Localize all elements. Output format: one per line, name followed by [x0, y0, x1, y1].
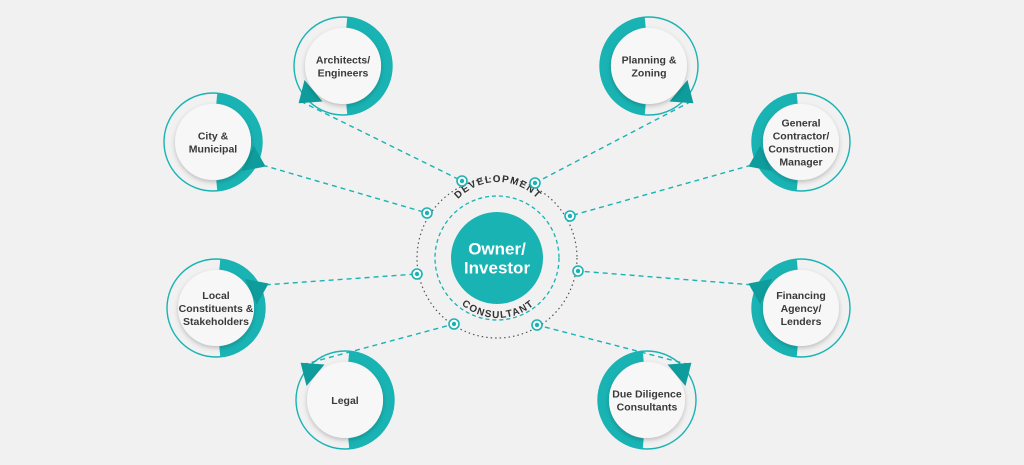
node-label-line: Planning & [622, 55, 677, 67]
connector-dot-center [451, 321, 457, 327]
node-pointer-tab [748, 145, 772, 171]
node-label-line: Engineers [318, 68, 369, 80]
node-architects-engineers: Architects/Engineers [293, 16, 393, 116]
center-circle [451, 212, 543, 304]
node-label-line: Contractor/ [773, 131, 830, 143]
connector-financing-agency [577, 270, 752, 286]
node-accent-arc [219, 258, 266, 358]
node-pointer-tab [298, 80, 323, 104]
node-label-line: Consultants [617, 402, 678, 414]
node-pointer-tab [748, 279, 772, 305]
connector-dot-center [414, 271, 420, 277]
node-pointer-tab [669, 80, 694, 104]
node-label-line: Lenders [781, 316, 822, 328]
node-face [609, 362, 685, 438]
node-face [763, 270, 839, 346]
node-face [178, 270, 254, 346]
connector-dot-center [575, 268, 581, 274]
connector-general-contractor [569, 164, 752, 217]
connector-architects-engineers [300, 100, 463, 182]
node-legal: Legal [295, 350, 395, 450]
connector-dot-center [567, 213, 573, 219]
connector-planning-zoning [534, 100, 692, 184]
connector-legal [302, 323, 455, 366]
node-label-line: Constituents & [179, 303, 254, 315]
node-accent-arc [216, 92, 263, 192]
node-face [763, 104, 839, 180]
connector-layer [262, 100, 752, 366]
node-face [307, 362, 383, 438]
node-label-line: General [781, 118, 820, 130]
node-label-line: Agency/ [781, 303, 822, 315]
connector-city-municipal [262, 164, 428, 214]
node-planning-zoning: Planning &Zoning [599, 16, 699, 116]
node-face [611, 28, 687, 104]
node-accent-arc [597, 350, 644, 450]
node-label-line: Construction [768, 144, 833, 156]
connector-due-diligence [536, 324, 690, 366]
node-accent-arc [751, 92, 798, 192]
node-label-line: Due Diligence [612, 389, 682, 401]
node-accent-arc [751, 258, 798, 358]
connector-dot-center [532, 180, 538, 186]
node-label-line: Local [202, 290, 230, 302]
node-accent-arc [348, 350, 395, 450]
outer-dotted-ring [416, 177, 578, 339]
node-face [175, 104, 251, 180]
inner-dashed-ring [434, 195, 560, 321]
connector-dot-center [459, 178, 465, 184]
node-pointer-tab [242, 145, 266, 171]
connector-dot-center [534, 322, 540, 328]
node-label-line: Financing [776, 290, 826, 302]
center-label-line: Owner/ [468, 240, 526, 259]
node-pointer-tab [667, 362, 692, 386]
connector-dot-center [424, 210, 430, 216]
node-label-line: Stakeholders [183, 316, 249, 328]
node-face [305, 28, 381, 104]
node-label-line: Legal [331, 395, 359, 407]
node-label-line: Manager [779, 157, 822, 169]
node-label-line: Zoning [632, 68, 667, 80]
node-label-line: Municipal [189, 144, 238, 156]
connector-local-constituents [265, 273, 418, 286]
node-accent-arc [599, 16, 646, 116]
node-accent-arc [346, 16, 393, 116]
nodes-layer: Architects/Engineers Planning &ZoningCity… [163, 16, 851, 450]
node-city-municipal: City &Municipal [163, 92, 266, 192]
node-pointer-tab [300, 362, 325, 386]
node-pointer-tab [245, 279, 269, 305]
node-label-line: City & [198, 131, 229, 143]
node-label-line: Architects/ [316, 55, 370, 67]
center-label-line: Investor [464, 259, 531, 278]
